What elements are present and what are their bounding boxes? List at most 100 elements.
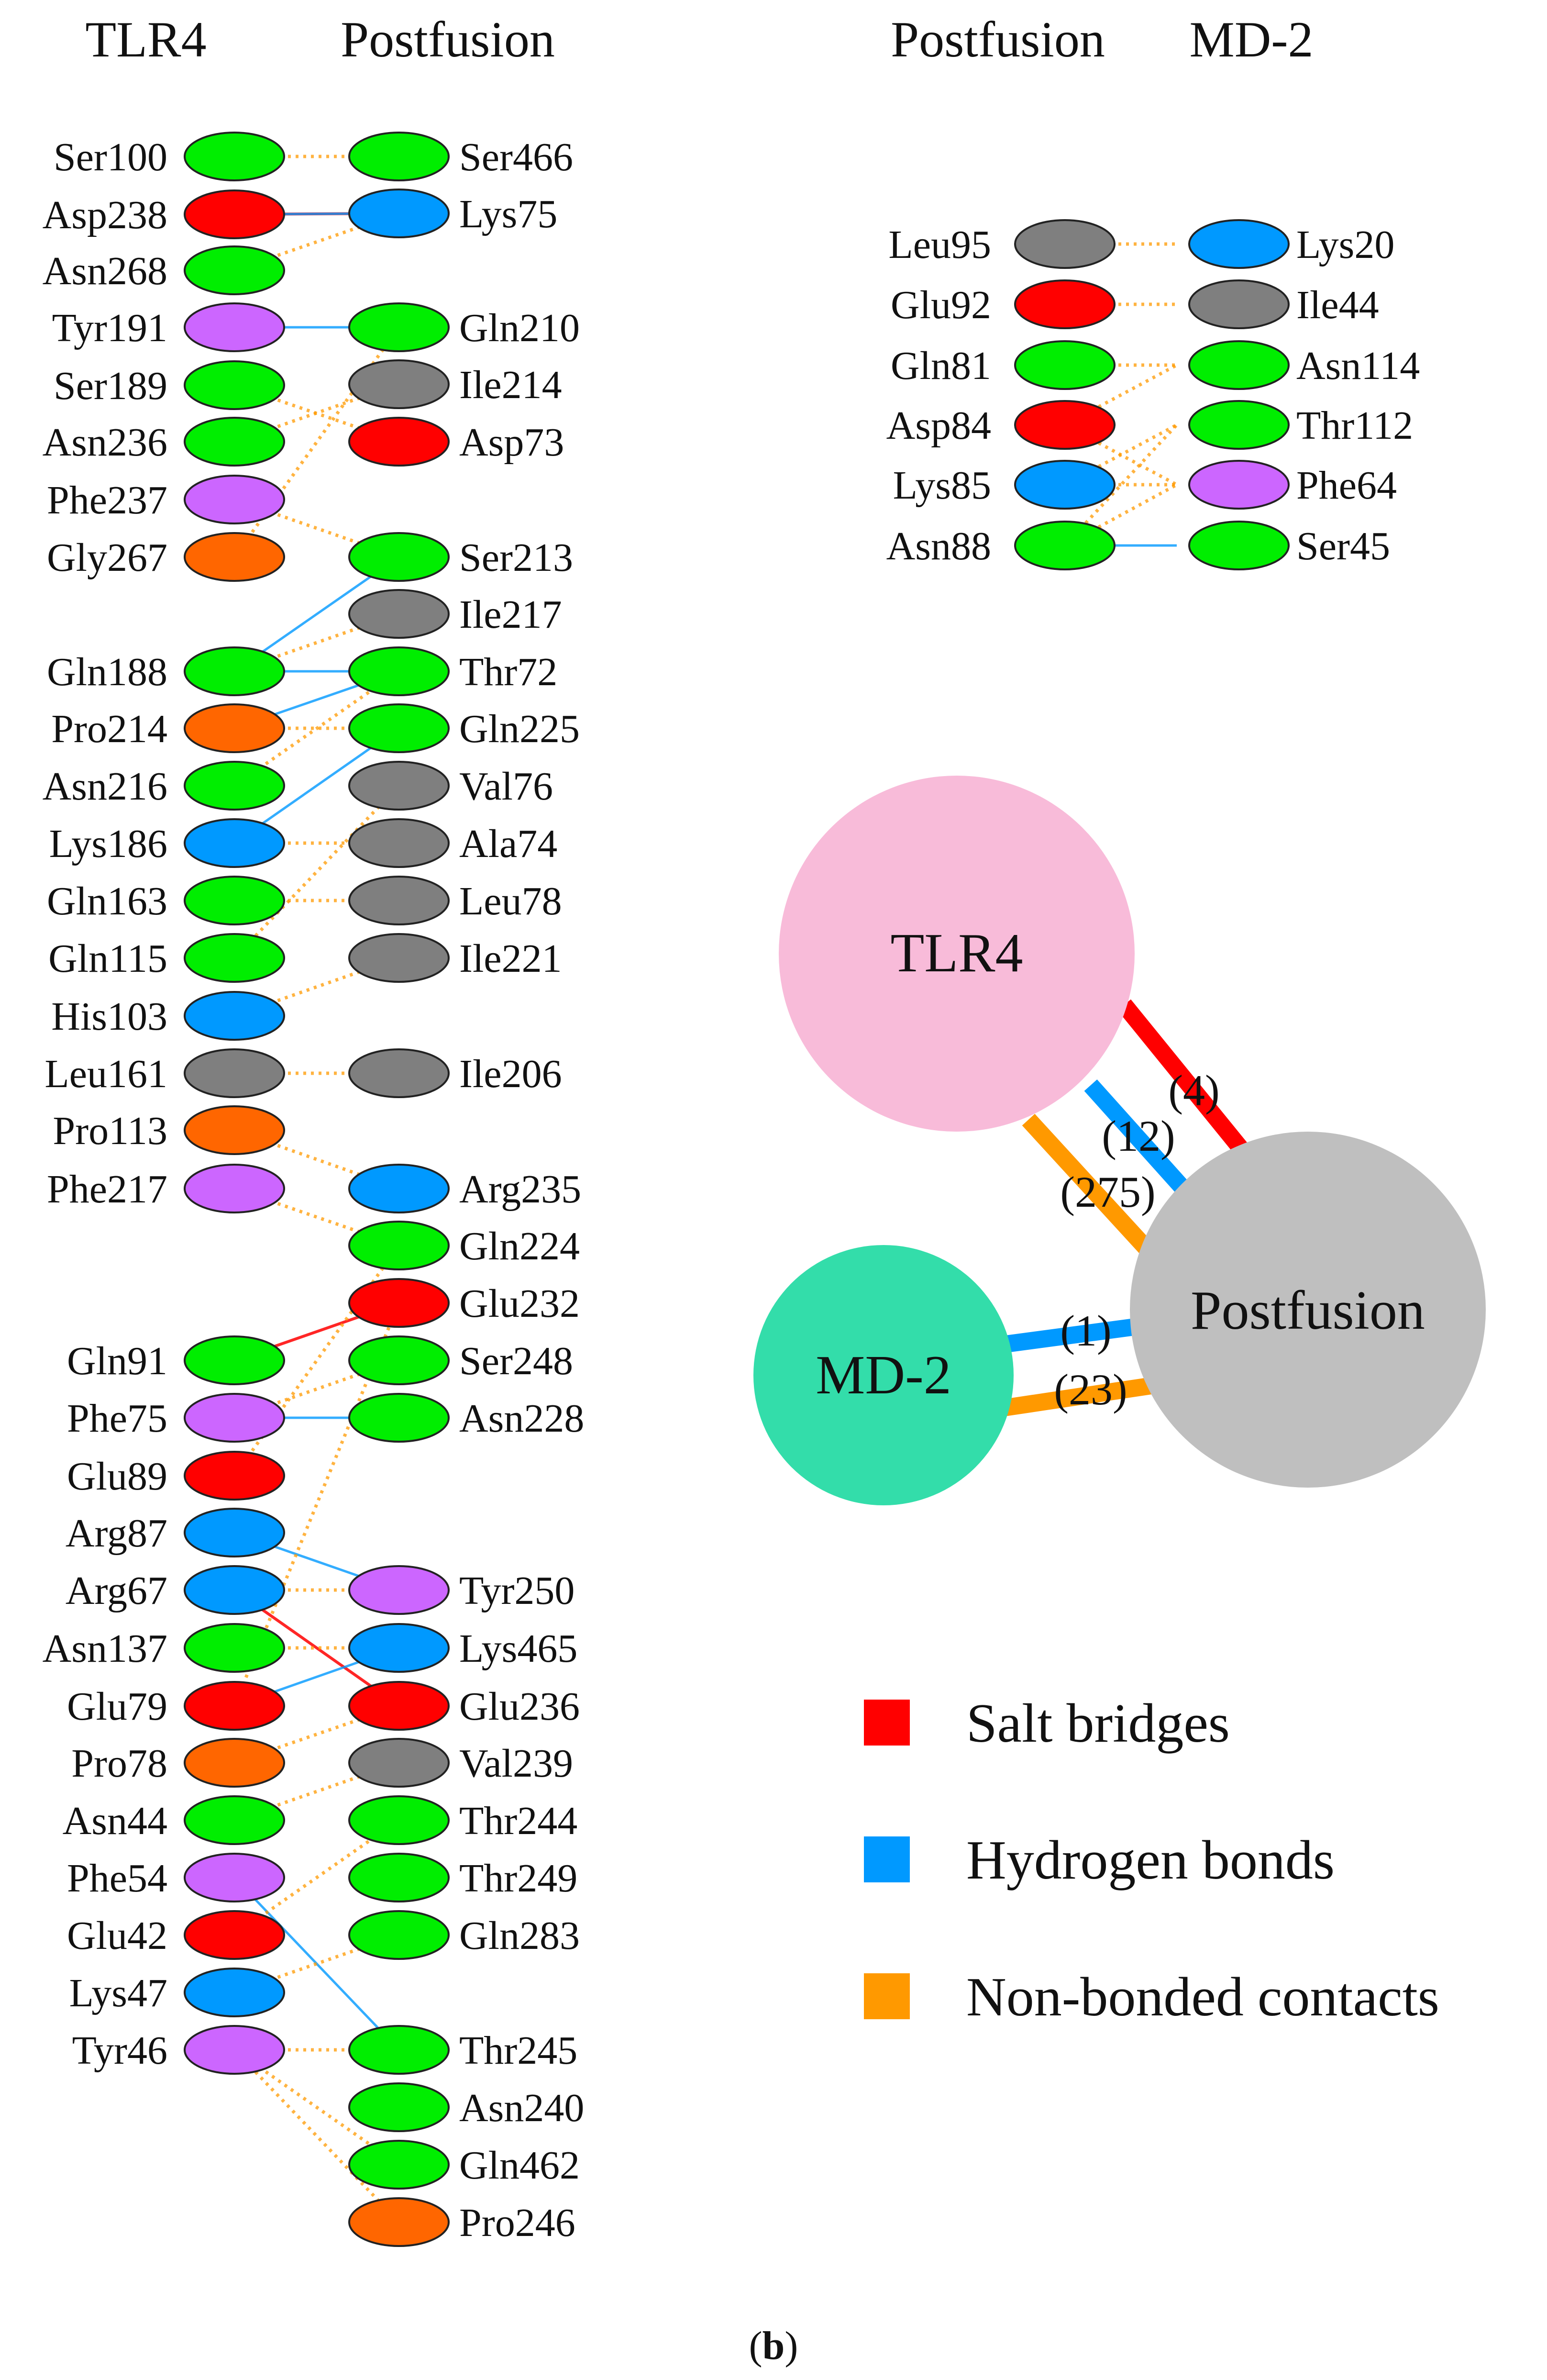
tlr4-oval-ser189 xyxy=(184,360,285,410)
postfusion-oval-asp73 xyxy=(348,417,450,467)
tlr4-oval-lys186 xyxy=(184,818,285,868)
tlr4-label-glu89: Glu89 xyxy=(67,1454,167,1499)
tlr4-oval-gln188 xyxy=(184,646,285,696)
postfusion-label-thr245: Thr245 xyxy=(459,2028,577,2073)
postfusion-oval-tyr250 xyxy=(348,1565,450,1615)
tlr4-oval-pro78 xyxy=(184,1738,285,1788)
edge-tlr4-salt-bridges xyxy=(1117,999,1255,1164)
tlr4-oval-leu161 xyxy=(184,1048,285,1098)
postfusion-label-leu78: Leu78 xyxy=(459,879,562,923)
tlr4-label-asn137: Asn137 xyxy=(43,1626,167,1671)
tlr4-label-his103: His103 xyxy=(51,994,167,1039)
postfusion-oval-ile217 xyxy=(348,589,450,639)
postfusion-label-gln225: Gln225 xyxy=(459,707,580,751)
tlr4-node xyxy=(779,776,1135,1132)
tlr4-label-tyr46: Tyr46 xyxy=(72,2028,167,2073)
postfusion-oval-thr245 xyxy=(348,2025,450,2075)
postfusion-label-ile206: Ile206 xyxy=(459,1052,562,1096)
pf-md2-left-oval-lys85 xyxy=(1014,460,1116,510)
tlr4-oval-gln91 xyxy=(184,1335,285,1385)
md2-node xyxy=(753,1245,1014,1505)
postfusion-oval-ile206 xyxy=(348,1048,450,1098)
tlr4-label-pro214: Pro214 xyxy=(51,707,167,751)
tlr4-label-glu79: Glu79 xyxy=(67,1684,167,1729)
postfusion-label-asp73: Asp73 xyxy=(459,420,564,465)
tlr4-label-pro113: Pro113 xyxy=(53,1109,167,1153)
legend-swatch-salt-bridges xyxy=(864,1700,910,1746)
tlr4-label-phe237: Phe237 xyxy=(47,478,167,523)
md2-label-thr112: Thr112 xyxy=(1296,403,1413,448)
legend: Salt bridges Hydrogen bonds Non-bonded c… xyxy=(864,1693,1439,2028)
postfusion-oval-thr249 xyxy=(348,1853,450,1902)
tlr4-label-ser189: Ser189 xyxy=(54,364,167,408)
md2-oval-ile44 xyxy=(1188,279,1290,329)
tlr4-oval-gln163 xyxy=(184,876,285,925)
tlr4-oval-gly267 xyxy=(184,532,285,582)
header-md2: MD-2 xyxy=(1189,11,1313,67)
header-postfusion-left: Postfusion xyxy=(341,11,555,67)
md2-node-label: MD-2 xyxy=(816,1345,951,1406)
tlr4-oval-asn44 xyxy=(184,1795,285,1845)
tlr4-non-bonded-count: (275) xyxy=(1060,1168,1155,1216)
postfusion-oval-gln225 xyxy=(348,703,450,753)
postfusion-label-tyr250: Tyr250 xyxy=(459,1568,575,1613)
md2-label-ser45: Ser45 xyxy=(1296,524,1390,568)
tlr4-oval-asn137 xyxy=(184,1623,285,1673)
postfusion-label-ser213: Ser213 xyxy=(459,535,573,580)
postfusion-oval-gln210 xyxy=(348,302,450,352)
postfusion-oval-ile221 xyxy=(348,933,450,983)
postfusion-oval-ala74 xyxy=(348,818,450,868)
pf-md2-link-non-bonded xyxy=(1064,363,1178,427)
tlr4-oval-glu42 xyxy=(184,1910,285,1960)
postfusion-oval-val76 xyxy=(348,761,450,811)
tlr4-label-gln115: Gln115 xyxy=(48,936,167,981)
postfusion-label-ile221: Ile221 xyxy=(459,936,562,981)
pf-md2-left-label-asn88: Asn88 xyxy=(886,524,991,568)
tlr4-label-leu161: Leu161 xyxy=(44,1052,167,1096)
postfusion-oval-gln283 xyxy=(348,1910,450,1960)
tlr4-residue-column: Ser100Asp238Asn268Tyr191Ser189Asn236Phe2… xyxy=(43,132,285,2075)
legend-swatch-non-bonded xyxy=(864,1973,910,2019)
md2-oval-ser45 xyxy=(1188,521,1290,570)
header-postfusion-right: Postfusion xyxy=(891,11,1105,67)
tlr4-label-phe54: Phe54 xyxy=(67,1856,167,1901)
header-tlr4: TLR4 xyxy=(85,11,206,67)
legend-label-non-bonded: Non-bonded contacts xyxy=(966,1967,1439,2028)
tlr4-pf-link-non-bonded xyxy=(233,2048,400,2224)
md2-hydrogen-bond-count: (1) xyxy=(1060,1306,1111,1355)
tlr4-label-ser100: Ser100 xyxy=(54,135,167,179)
network-summary: TLR4 Postfusion MD-2 (4) (12) (275) (1) … xyxy=(753,776,1486,1505)
postfusion-label-gln210: Gln210 xyxy=(459,306,580,350)
postfusion-node xyxy=(1130,1132,1486,1488)
tlr4-oval-phe75 xyxy=(184,1393,285,1443)
postfusion-label-ile217: Ile217 xyxy=(459,592,562,637)
md2-label-asn114: Asn114 xyxy=(1296,344,1420,388)
tlr4-label-gln188: Gln188 xyxy=(47,650,167,694)
tlr4-label-phe75: Phe75 xyxy=(67,1396,167,1441)
postfusion-label-ser466: Ser466 xyxy=(459,135,573,179)
postfusion-oval-ser248 xyxy=(348,1335,450,1385)
postfusion-oval-leu78 xyxy=(348,876,450,925)
tlr4-oval-phe237 xyxy=(184,475,285,524)
tlr4-oval-phe54 xyxy=(184,1853,285,1902)
pf-md2-left-label-lys85: Lys85 xyxy=(893,463,991,508)
postfusion-oval-gln462 xyxy=(348,2140,450,2190)
postfusion-oval-lys465 xyxy=(348,1623,450,1673)
postfusion-label-arg235: Arg235 xyxy=(459,1167,581,1212)
pf-md2-left-oval-glu92 xyxy=(1014,279,1116,329)
tlr4-hydrogen-bond-count: (12) xyxy=(1102,1112,1175,1160)
pf-md2-left-label-gln81: Gln81 xyxy=(891,344,991,388)
postfusion-label-val76: Val76 xyxy=(459,764,553,809)
md2-label-phe64: Phe64 xyxy=(1296,463,1397,508)
tlr4-label-lys186: Lys186 xyxy=(49,822,167,866)
postfusion-label-pro246: Pro246 xyxy=(459,2201,575,2245)
pf-md2-link-non-bonded xyxy=(1064,423,1178,487)
legend-label-salt-bridges: Salt bridges xyxy=(966,1693,1230,1754)
postfusion-label-ile214: Ile214 xyxy=(459,363,562,407)
postfusion-label-val239: Val239 xyxy=(459,1741,573,1786)
postfusion-label-lys75: Lys75 xyxy=(459,192,557,236)
postfusion-label-ala74: Ala74 xyxy=(459,822,557,866)
